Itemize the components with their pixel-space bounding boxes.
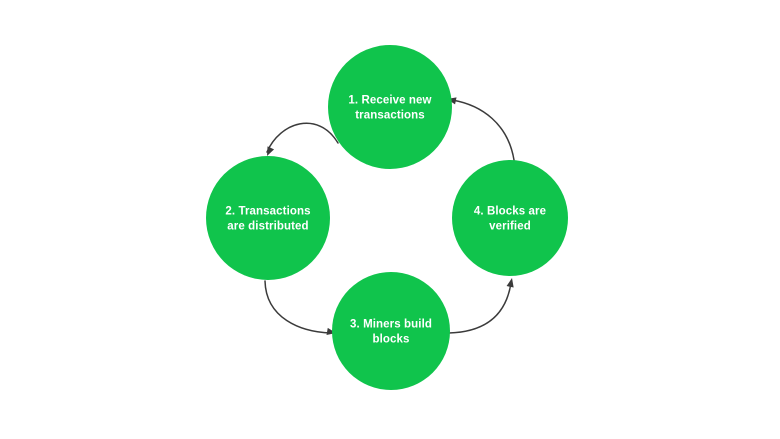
node-label: 1. Receive new transactions	[348, 95, 431, 122]
node-label-line: 2. Transactions	[225, 206, 310, 218]
arrow-node2-to-node3	[264, 280, 336, 335]
node-circle[interactable]	[332, 272, 450, 390]
node-transactions-are-distributed[interactable]: 2. Transactions are distributed	[206, 156, 330, 280]
node-label-line: blocks	[372, 334, 409, 346]
arrow-head-icon	[506, 278, 514, 288]
node-label-line: 3. Miners build	[350, 319, 432, 331]
node-label: 2. Transactions are distributed	[225, 206, 310, 233]
node-blocks-are-verified[interactable]: 4. Blocks are verified	[452, 160, 568, 276]
arrow-node3-to-node4	[448, 278, 514, 334]
arrow-node4-to-node1	[447, 97, 515, 161]
node-circle[interactable]	[328, 45, 452, 169]
node-label-line: verified	[489, 221, 531, 233]
node-label-line: are distributed	[227, 221, 308, 233]
arrow-node1-to-node2-line	[266, 122, 339, 153]
node-label-line: 1. Receive new	[348, 95, 431, 107]
arrow-node2-to-node3-line	[264, 280, 332, 334]
node-miners-build-blocks[interactable]: 3. Miners build blocks	[332, 272, 450, 390]
arrow-head-icon	[267, 146, 275, 156]
arrow-node1-to-node2	[266, 122, 339, 156]
node-label: 4. Blocks are verified	[474, 206, 546, 233]
node-circle[interactable]	[452, 160, 568, 276]
node-label-line: 4. Blocks are	[474, 206, 546, 218]
nodes-layer: 1. Receive new transactions 2. Transaction…	[206, 45, 568, 390]
arrow-node4-to-node1-line	[451, 99, 515, 161]
node-label-line: transactions	[355, 110, 425, 122]
node-circle[interactable]	[206, 156, 330, 280]
node-receive-new-transactions[interactable]: 1. Receive new transactions	[328, 45, 452, 169]
node-label: 3. Miners build blocks	[350, 319, 432, 346]
arrow-node3-to-node4-line	[448, 282, 512, 334]
